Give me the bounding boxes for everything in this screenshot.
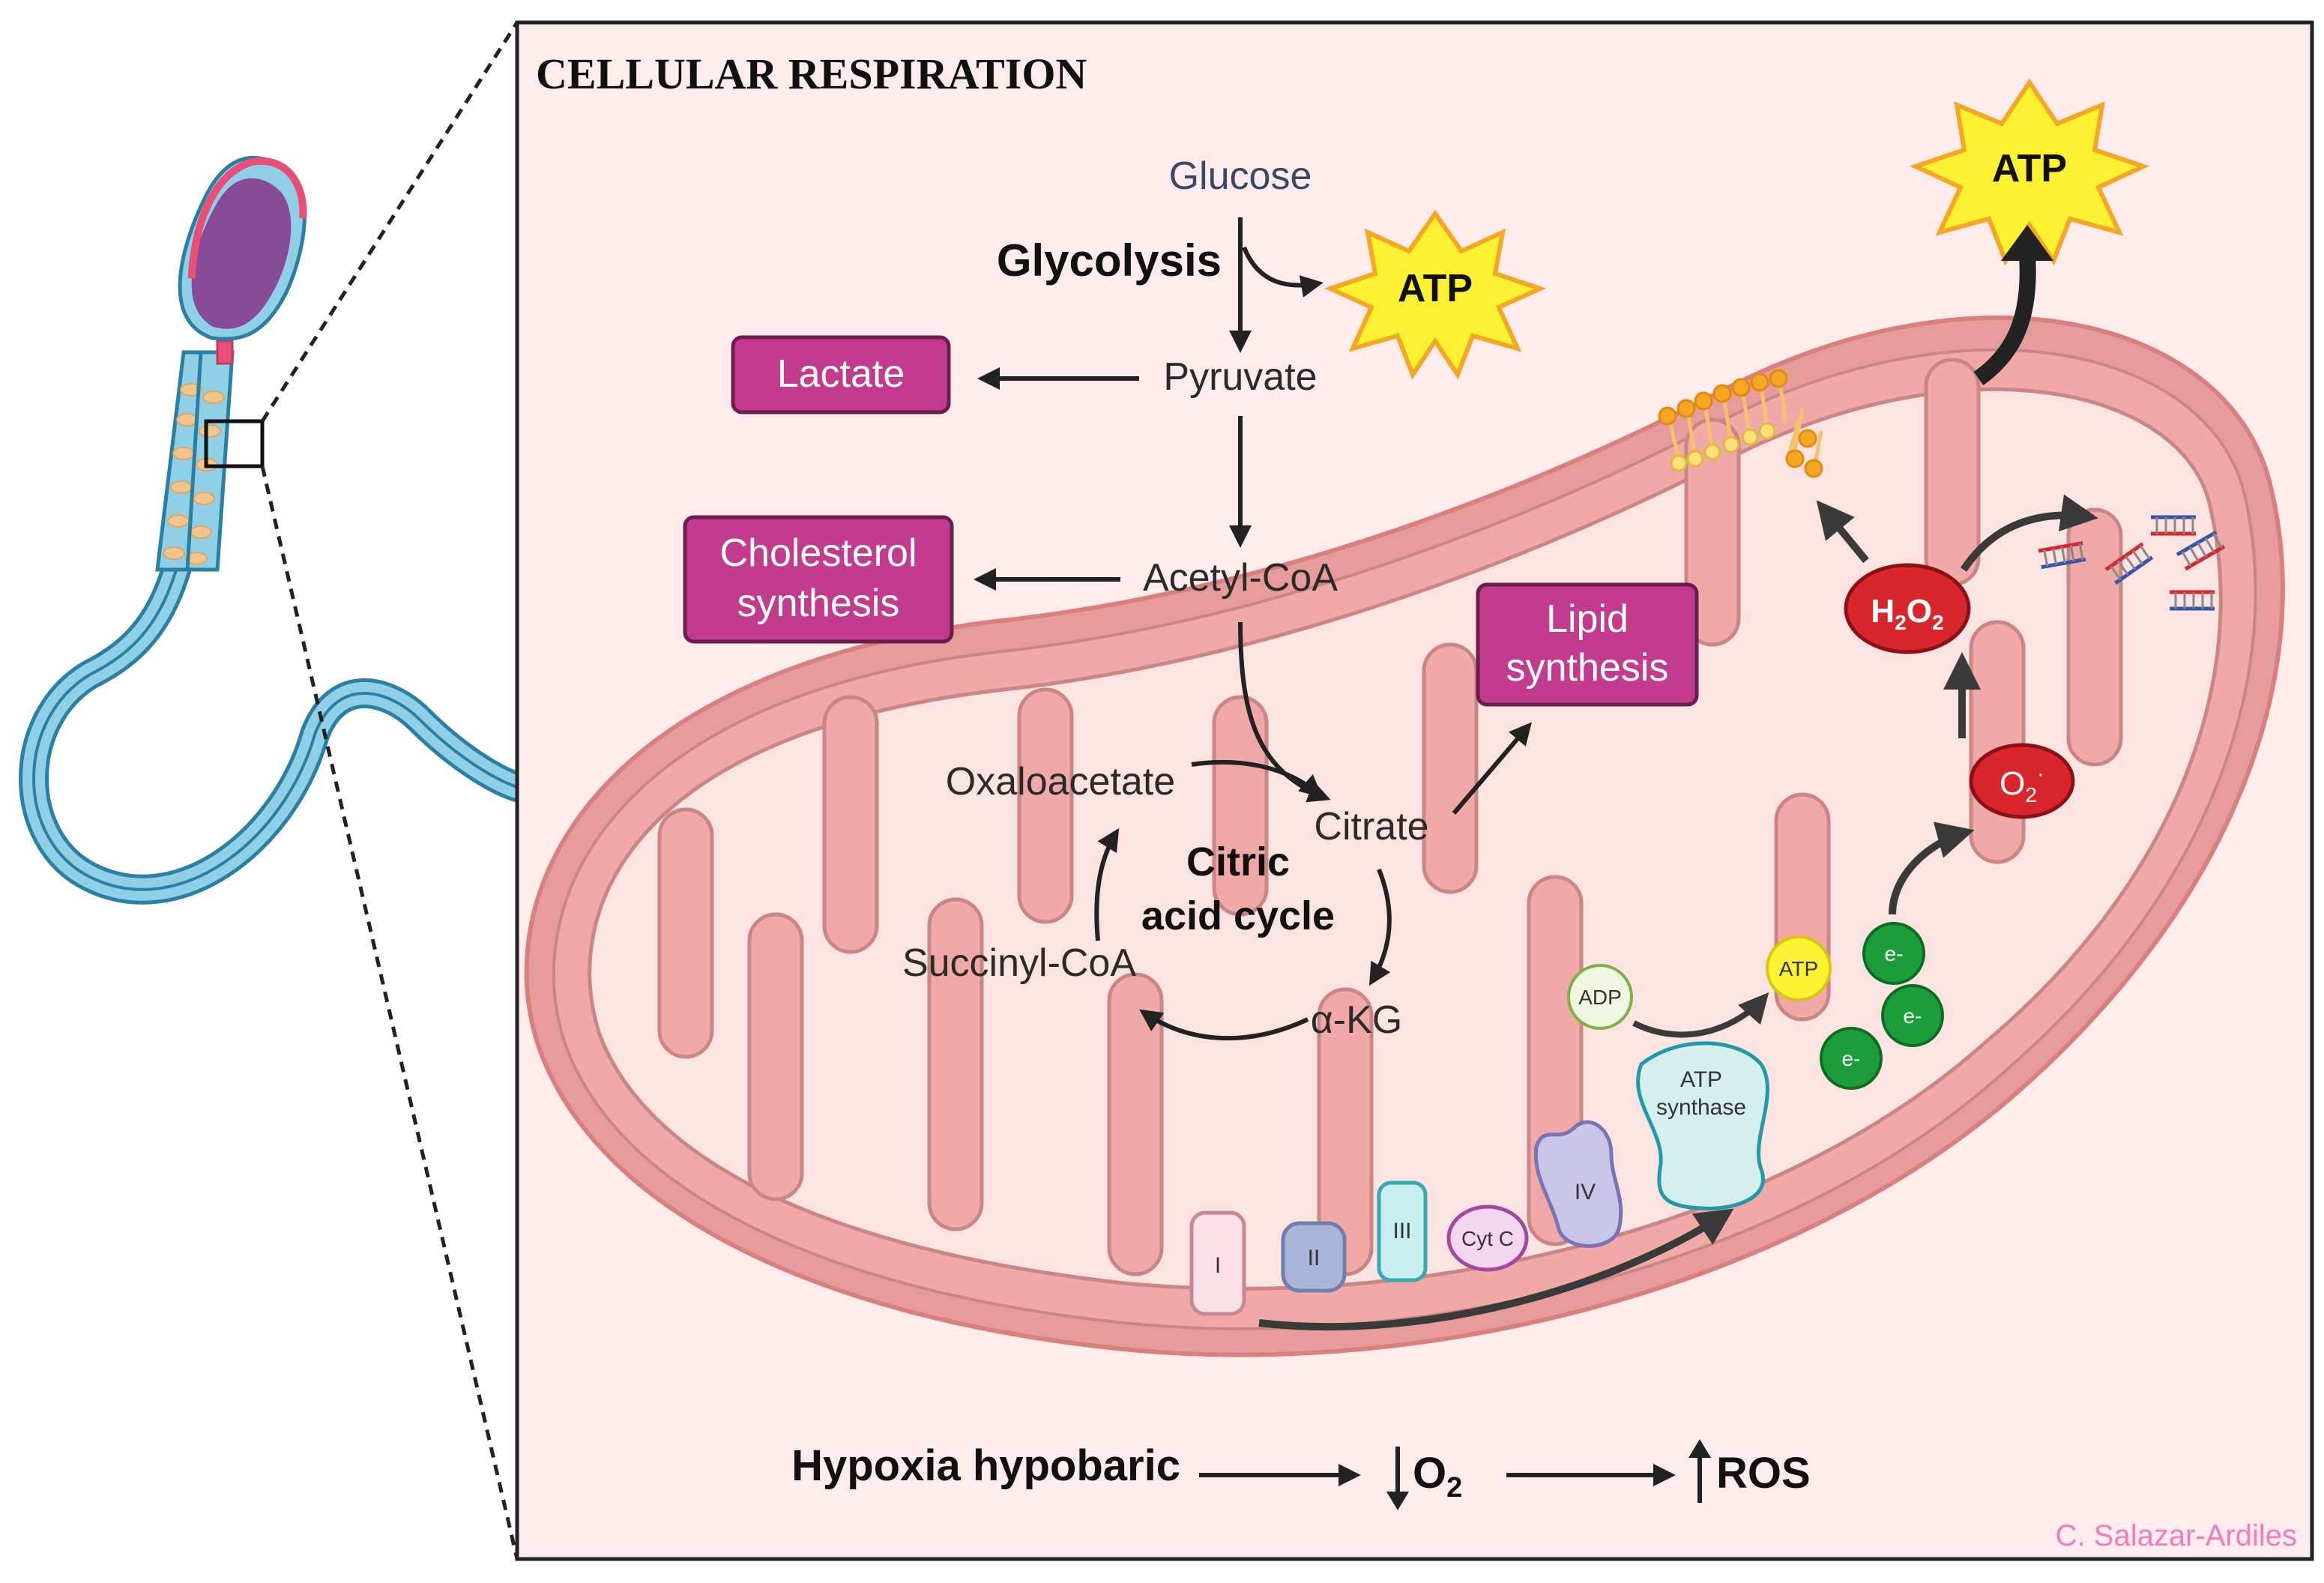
up-arrow-icon: [1688, 1439, 1711, 1503]
damaged-dna: [2038, 515, 2226, 611]
atp-molecule-small: ATP: [1766, 935, 1832, 1001]
lactate-label: Lactate: [777, 352, 905, 396]
atp-star-oxphos: ATP: [1909, 78, 2150, 266]
hypoxia-label: Hypoxia hypobaric: [791, 1441, 1180, 1490]
arrow-glycolysis-atp: [1242, 246, 1324, 298]
adp-molecule: ADP: [1567, 964, 1633, 1030]
neck: [216, 340, 234, 365]
electron-3-label: e-: [1842, 1047, 1861, 1070]
cholesterol-line1: Cholesterol: [719, 531, 917, 575]
cholesterol-synthesis-box: Cholesterol synthesis: [683, 515, 954, 644]
hypoxia-summary: Hypoxia hypobaric O2 ROS: [791, 1439, 1811, 1510]
cytochrome-c: Cyt C: [1446, 1204, 1529, 1272]
arrow-atp-exit: [1973, 254, 2036, 386]
sperm-nucleus: [191, 178, 292, 329]
electron-3: e-: [1820, 1027, 1883, 1090]
ros-label: ROS: [1716, 1449, 1811, 1498]
ros-pathway: O2· H2O2: [1816, 225, 2098, 915]
arrow-citrate-akg: [1368, 868, 1392, 986]
succinyl-coa-label: Succinyl-CoA: [902, 941, 1136, 985]
arrow-akg-succinyl: [1139, 1009, 1309, 1041]
complex-ii-label: II: [1308, 1246, 1321, 1270]
akg-label: α-KG: [1311, 998, 1403, 1042]
atp-synthase-line1: ATP: [1680, 1067, 1722, 1092]
complex-iii: III: [1377, 1181, 1428, 1282]
o2-label: O2: [1413, 1449, 1462, 1504]
zoom-line-top: [260, 21, 519, 423]
arrow-succinyl-oxaloacetate: [1094, 827, 1120, 941]
atp-synthase-line2: synthase: [1656, 1095, 1746, 1120]
atp-star-glycolysis: ATP: [1324, 209, 1547, 380]
acetyl-coa-label: Acetyl-CoA: [1143, 556, 1338, 600]
complex-iv-label: IV: [1575, 1180, 1596, 1204]
electron-1: e-: [1862, 922, 1925, 985]
panel-title: CELLULAR RESPIRATION: [536, 49, 1087, 98]
complex-iii-label: III: [1392, 1219, 1411, 1243]
arrow-citrate-lipid: [1452, 722, 1532, 815]
electron-1-label: e-: [1885, 942, 1904, 965]
glycolysis-label: Glycolysis: [997, 235, 1222, 286]
adp-label: ADP: [1578, 986, 1622, 1009]
atp-small-label: ATP: [1779, 957, 1818, 980]
lipid-synthesis-box: Lipid synthesis: [1476, 582, 1699, 707]
h2o2-label: H2O2: [1871, 593, 1943, 634]
oxaloacetate-label: Oxaloacetate: [946, 760, 1175, 803]
damaged-lipids: [1658, 369, 1823, 478]
atp-synthase: ATP synthase: [1636, 1041, 1769, 1210]
atp-label-oxphos: ATP: [1992, 147, 2067, 190]
arrow-h2o2-dna: [1960, 494, 2098, 572]
electron-transport-chain: I II III Cyt C IV ATP synthase ADP: [1189, 922, 1944, 1331]
lactate-box: Lactate: [731, 335, 951, 414]
cholesterol-line2: synthesis: [737, 582, 900, 625]
cyt-c-label: Cyt C: [1461, 1227, 1514, 1250]
complex-iv: IV: [1533, 1120, 1623, 1248]
lipid-line1: Lipid: [1546, 597, 1629, 641]
complex-i-label: I: [1215, 1253, 1221, 1278]
acrosome: [187, 157, 307, 279]
citrate-label: Citrate: [1314, 805, 1428, 848]
down-arrow-icon: [1386, 1447, 1409, 1510]
arrow-electrons-superoxide: [1889, 821, 1975, 915]
pyruvate-label: Pyruvate: [1163, 355, 1317, 399]
hydrogen-peroxide: H2O2: [1844, 563, 1971, 654]
arrow-adp-atp: [1632, 992, 1769, 1038]
glucose-label: Glucose: [1169, 154, 1312, 198]
superoxide: O2·: [1969, 743, 2075, 819]
credit-label: C. Salazar-Ardiles: [2056, 1519, 2297, 1552]
mitochondrion: [524, 316, 2285, 1357]
superoxide-label: O2·: [1999, 762, 2044, 806]
electron-2: e-: [1881, 984, 1944, 1047]
sperm-cell-illustration: [19, 155, 532, 905]
citric-acid-cycle: Citric acid cycle Oxaloacetate Citrate S…: [902, 759, 1429, 1042]
zoom-box: [204, 419, 265, 468]
arrow-h2o2-lipids: [1816, 500, 1869, 564]
proton-flow-arrow: [1258, 1208, 1734, 1331]
cycle-center-line1: Citric: [1186, 839, 1290, 884]
atp-label-glycolysis: ATP: [1398, 267, 1473, 310]
cycle-center-line2: acid cycle: [1141, 893, 1335, 938]
complex-ii: II: [1281, 1221, 1347, 1293]
electron-2-label: e-: [1904, 1004, 1922, 1028]
complex-i: I: [1189, 1210, 1246, 1316]
arrow-oxaloacetate-citrate: [1191, 759, 1323, 797]
zoom-line-bottom: [260, 465, 519, 1560]
lipid-line2: synthesis: [1506, 646, 1669, 690]
